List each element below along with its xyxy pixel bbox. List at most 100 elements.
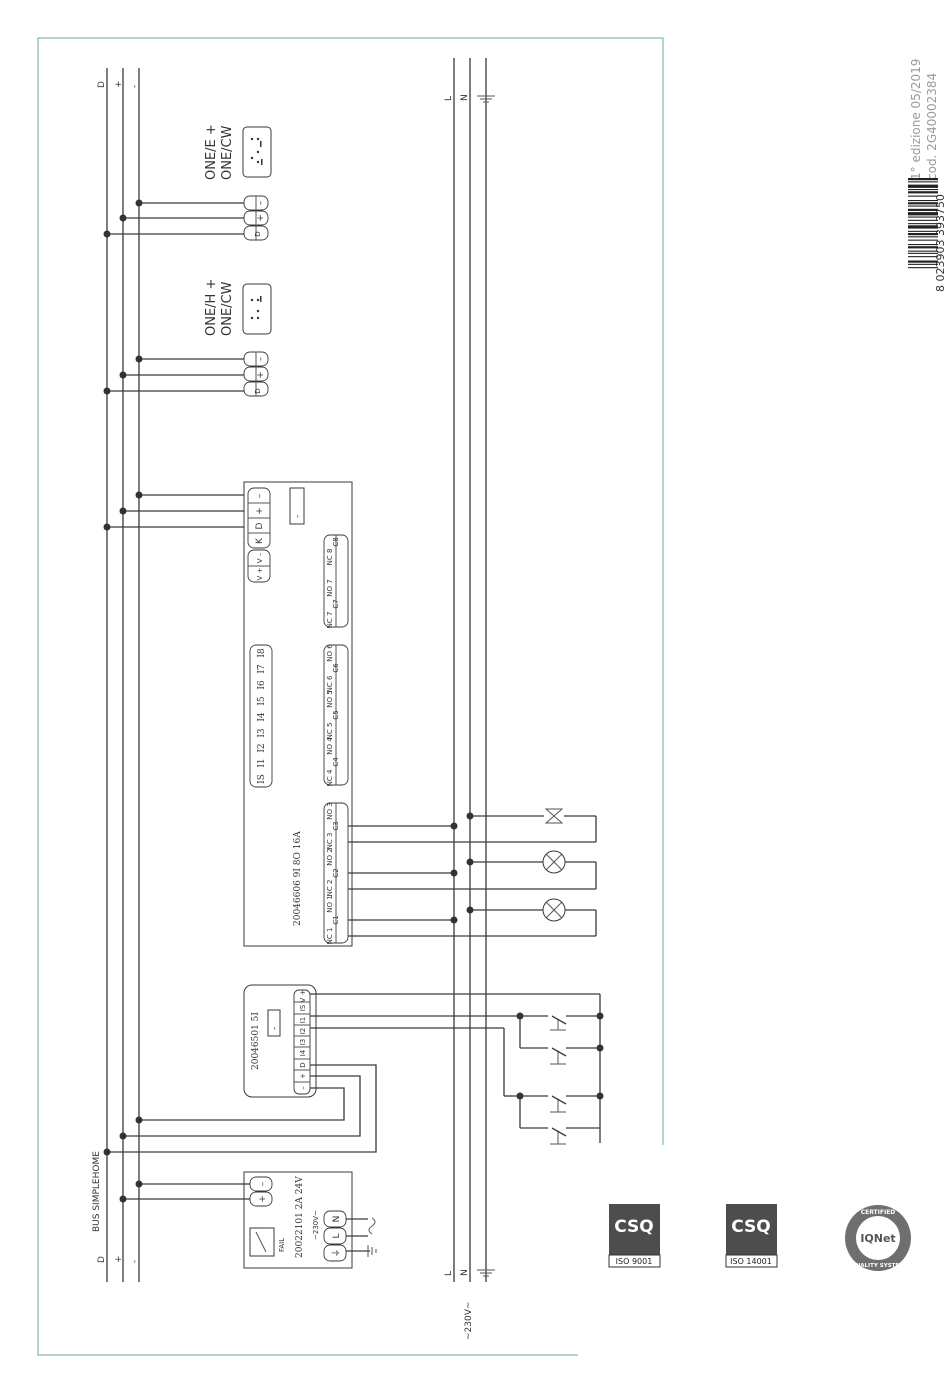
- pushbutton-wiring: [310, 993, 604, 1145]
- m9-term-plus: +: [255, 507, 265, 515]
- keypad-h-line1: ONE/H +: [204, 279, 219, 336]
- m9-input-i1: I1: [257, 758, 267, 767]
- lamp-icon-1: [542, 898, 566, 922]
- m9-input-i3: I3: [257, 728, 267, 738]
- code-text: cod. 2G40002384: [925, 73, 939, 180]
- m9-out-no4: NO 4: [326, 737, 334, 755]
- iqnet-mid-text: IQNet: [860, 1232, 895, 1245]
- m9-display-dash: -: [293, 515, 303, 518]
- m9-term-v-minus: V –: [256, 552, 264, 563]
- module-5i: V + IS I1 I2 I3 I4 D + – - 20046501 5I: [243, 984, 317, 1098]
- m9-input-i4: I4: [257, 712, 267, 722]
- iso14001-text: ISO 14001: [730, 1257, 772, 1266]
- keypad-e-term-plus: +: [256, 214, 266, 222]
- bus-title: BUS SIMPLEHOME: [92, 1151, 102, 1232]
- m5-term-is: IS: [299, 1004, 307, 1011]
- keypad-h-term-d: D: [254, 388, 262, 393]
- psu-term-minus: –: [258, 1181, 268, 1186]
- csq-2-text: CSQ: [731, 1217, 771, 1237]
- keypad-one-h: – + D ONE/H + ONE/CW: [103, 279, 272, 397]
- psu-term-n: N: [332, 1216, 342, 1223]
- m5-display: [267, 1009, 281, 1037]
- m9-out-c4: C4: [332, 757, 340, 767]
- m5-term-i1: I1: [299, 1017, 307, 1024]
- module-5i-bus-wiring: [103, 1064, 377, 1156]
- mains-top-n-label: N: [460, 94, 470, 101]
- m9-out-nc7: NC 7: [326, 612, 334, 629]
- power-supply: – + FAIL 20022101 2A 24V ~230V~ N L ⏚: [119, 1171, 377, 1269]
- keypad-e-term-d: D: [254, 231, 262, 236]
- earth-symbol-bottom: [477, 1269, 495, 1277]
- m9-out-nc2: NC 2: [326, 880, 334, 897]
- m5-term-d: D: [299, 1062, 307, 1067]
- bus-top-minus-label: -: [130, 85, 140, 88]
- bus-top-plus-label: +: [114, 80, 124, 88]
- keypad-h-icon: [242, 283, 272, 335]
- valve-symbol: [544, 808, 564, 825]
- mains-bottom-n-label: N: [460, 1269, 470, 1276]
- m9-input-is: IS: [257, 774, 267, 784]
- m9-out-nc3: NC 3: [326, 833, 334, 850]
- m9-input-i5: I5: [257, 696, 267, 706]
- m9-term-d: D: [255, 522, 265, 529]
- keypad-h-term-minus: –: [256, 356, 266, 361]
- m5-term-i3: I3: [299, 1039, 307, 1046]
- m5-term-plus: +: [299, 1073, 307, 1079]
- m9-out-no7: NO 7: [326, 579, 334, 596]
- bus-bottom-d-label: D: [97, 1256, 107, 1263]
- m9-input-i7: I7: [257, 664, 267, 674]
- bus-top-d-label: D: [97, 81, 107, 88]
- m9-out-c5: C5: [332, 710, 340, 719]
- m9-out-no2: NO 2: [326, 848, 334, 865]
- m9-out-no1: NO 1: [326, 895, 334, 912]
- iso9001-text: ISO 9001: [616, 1257, 653, 1266]
- csq-iso9001-logo: CSQ ISO 9001: [608, 1204, 661, 1268]
- keypad-h-term-plus: +: [256, 371, 266, 379]
- keypad-h-line2: ONE/CW: [220, 281, 235, 336]
- m5-term-vplus: V +: [299, 989, 307, 1002]
- m9-out-nc1: NC 1: [326, 928, 334, 945]
- psu-fail-label: FAIL: [278, 1238, 286, 1252]
- psu-led-icon: [249, 1227, 275, 1257]
- mains-bottom-l-label: L: [444, 1271, 454, 1276]
- psu-term-plus: +: [258, 1195, 268, 1203]
- mains-voltage-label: ~230V~: [464, 1302, 474, 1340]
- m9-out-nc8: NC 8: [326, 549, 334, 566]
- m9-input-i2: I2: [257, 743, 267, 752]
- m9-out-nc6: NC 6: [326, 675, 334, 692]
- keypad-e-line2: ONE/CW: [220, 125, 235, 180]
- m9-term-k: K: [255, 537, 265, 544]
- psu-label: 20022101 2A 24V: [295, 1176, 305, 1258]
- m9-out-nc5: NC 5: [326, 723, 334, 740]
- m9-term-v-plus: V +: [256, 567, 264, 580]
- iqnet-logo: CERTIFIED IQNet QUALITY SYSTEM: [845, 1205, 911, 1271]
- m5-label: 20046501 5I: [251, 1012, 261, 1070]
- m5-term-i4: I4: [299, 1049, 307, 1056]
- csq-1-text: CSQ: [614, 1217, 654, 1237]
- page-frame: [37, 37, 664, 1356]
- iqnet-bottom-text: QUALITY SYSTEM: [851, 1263, 904, 1269]
- m9-out-c2: C2: [332, 868, 340, 877]
- psu-term-earth: ⏚: [331, 1248, 342, 1257]
- m5-term-minus: –: [299, 1086, 307, 1090]
- lamp-icon-2: [542, 850, 566, 874]
- m9-out-c8: C8: [332, 537, 340, 546]
- mains-top-l-label: L: [444, 96, 454, 101]
- edition-text: 1° edizione 05/2019: [909, 59, 923, 180]
- psu-term-l: L: [332, 1233, 342, 1238]
- m9-out-c1: C1: [332, 915, 340, 924]
- m9-input-i8: I8: [257, 648, 267, 658]
- psu-vac-label: ~230V~: [312, 1210, 320, 1240]
- earth-symbol-top: [477, 95, 495, 103]
- csq-iso14001-logo: CSQ ISO 14001: [725, 1204, 778, 1268]
- m5-display-dash: -: [270, 1027, 280, 1030]
- m5-term-i2: I2: [299, 1028, 307, 1035]
- m9-out-c6: C6: [332, 663, 340, 673]
- keypad-e-line1: ONE/E +: [204, 124, 219, 180]
- bus-bottom-plus-label: +: [114, 1255, 124, 1263]
- m9-out-c7: C7: [332, 599, 340, 608]
- barcode-number: 8 023903 393750: [934, 194, 947, 292]
- m9-out-nc4: NC 4: [326, 769, 334, 786]
- m9-label: 20046606 9I 8O 16A: [293, 831, 303, 926]
